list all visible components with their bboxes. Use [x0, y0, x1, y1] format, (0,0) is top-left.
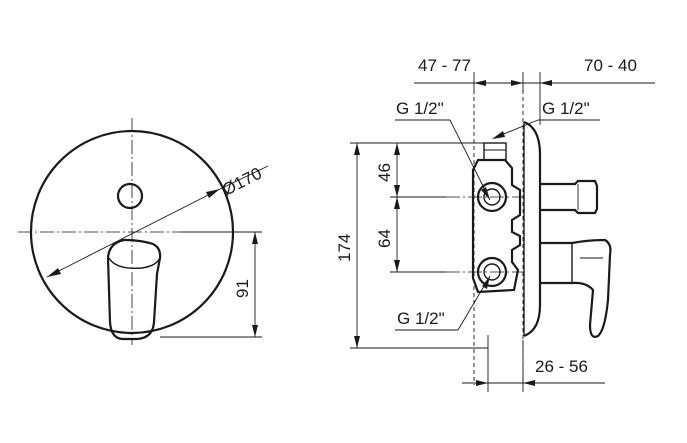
dim-26-56-label: 26 - 56 [535, 357, 588, 376]
lower-port-outer [476, 256, 508, 288]
diameter-arrow-start [47, 268, 61, 277]
thread-label-top-right: G 1/2" [542, 99, 590, 118]
thread-label-top-left: G 1/2" [396, 99, 444, 118]
diameter-leader [46, 188, 221, 278]
dim-91-arrow-bottom [252, 325, 258, 337]
upper-port-outer [476, 181, 508, 213]
side-view: 174 46 64 47 - 77 70 - 40 26 - 56 [335, 56, 655, 392]
dim-64-arrow-top [394, 197, 400, 209]
diameter-label: Ø170 [219, 164, 265, 200]
dim-174-label: 174 [335, 234, 354, 262]
top-inlet [483, 142, 507, 161]
lever-inner-edge [108, 257, 161, 269]
dim-26-56-arrow-right [523, 380, 535, 386]
diverter-knob [116, 182, 144, 210]
dim-47-77-arrow-right [511, 80, 523, 86]
lever-side [540, 238, 612, 338]
front-view: Ø170 91 [18, 118, 269, 345]
dim-46-arrow-bottom [394, 185, 400, 197]
dim-91-label: 91 [233, 279, 252, 298]
thread-arrow-top-right [492, 131, 505, 139]
dim-46-arrow-top [394, 143, 400, 155]
dim-174-arrow-top [354, 143, 360, 155]
thread-label-bottom: G 1/2" [397, 309, 445, 328]
dim-47-77-label: 47 - 77 [418, 56, 471, 75]
dim-64-arrow-bottom [394, 260, 400, 272]
thread-arrow-top-left [481, 187, 490, 200]
diverter-knob-side [540, 179, 599, 215]
dim-70-40-label: 70 - 40 [584, 56, 637, 75]
dim-64-label: 64 [375, 229, 394, 248]
dim-70-40-arrow [540, 80, 552, 86]
lower-port-inner [483, 263, 501, 281]
dim-46-label: 46 [375, 163, 394, 182]
thread-leader-top-left-d [449, 119, 491, 201]
dim-174-arrow-bottom [354, 336, 360, 348]
dim-26-56-arrow-left [476, 380, 488, 386]
diameter-leader-ext [219, 165, 269, 190]
thread-arrow-bottom [482, 276, 490, 289]
diameter-arrow-end [206, 189, 220, 198]
upper-port-inner [483, 188, 501, 206]
lever-handle [106, 238, 162, 341]
dim-91-arrow-top [252, 232, 258, 244]
cover-plate [523, 120, 542, 338]
valve-body [471, 158, 522, 294]
dim-47-77-arrow-left [474, 80, 486, 86]
